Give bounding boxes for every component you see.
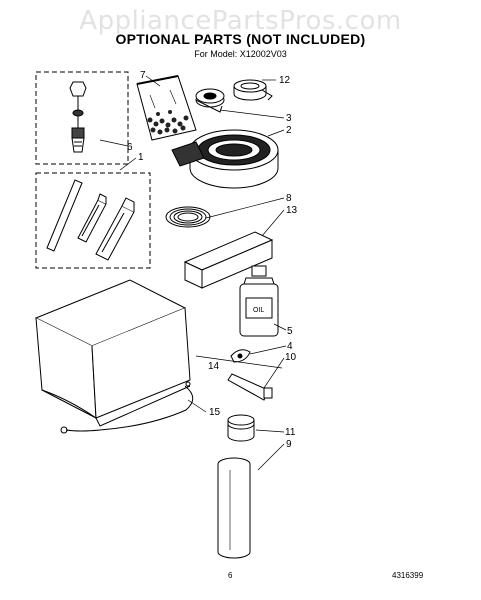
foam-tape-small <box>195 88 225 113</box>
foam-block <box>183 231 274 289</box>
callout-8: 8 <box>286 193 292 204</box>
watermark: AppliancePartsPros.com <box>79 6 402 36</box>
callout-4: 4 <box>287 341 293 352</box>
leader-lines <box>99 75 287 471</box>
adhesive-tube <box>227 373 273 401</box>
model-line: For Model: X12002V03 <box>194 49 287 59</box>
compound-jar <box>227 414 255 442</box>
valve-fitting-part <box>69 81 87 153</box>
callout-9: 9 <box>286 439 292 450</box>
document-number: 4316399 <box>392 571 424 580</box>
callout-6: 6 <box>127 142 133 153</box>
callout-13: 13 <box>286 205 298 216</box>
tape-roll <box>233 79 273 101</box>
coiled-cord <box>165 206 211 228</box>
sealant-tube-small <box>77 193 107 243</box>
callout-7: 7 <box>140 70 146 81</box>
callout-12: 12 <box>279 75 291 86</box>
part-1-group <box>35 172 151 269</box>
callout-2: 2 <box>286 125 292 136</box>
nozzle-part <box>230 349 251 363</box>
unit-cover <box>34 279 191 427</box>
page-title: OPTIONAL PARTS (NOT INCLUDED) <box>115 31 366 47</box>
callout-11: 11 <box>285 427 296 438</box>
drawstring-cord <box>60 381 194 434</box>
page-number: 6 <box>228 571 233 580</box>
callout-10: 10 <box>285 352 297 363</box>
spray-can <box>217 457 251 559</box>
parts-bag <box>136 75 197 141</box>
sealant-tube-large <box>95 197 135 261</box>
callout-5: 5 <box>287 326 293 337</box>
part-6-group <box>35 71 129 165</box>
callout-15: 15 <box>209 407 221 418</box>
foam-tape-large <box>171 129 279 189</box>
oil-bottle-label: OIL <box>253 307 264 314</box>
callout-3: 3 <box>286 113 292 124</box>
oil-bottle <box>239 265 279 337</box>
callout-14: 14 <box>208 361 220 372</box>
callout-1: 1 <box>138 152 144 163</box>
tool-stick-part <box>46 179 83 252</box>
